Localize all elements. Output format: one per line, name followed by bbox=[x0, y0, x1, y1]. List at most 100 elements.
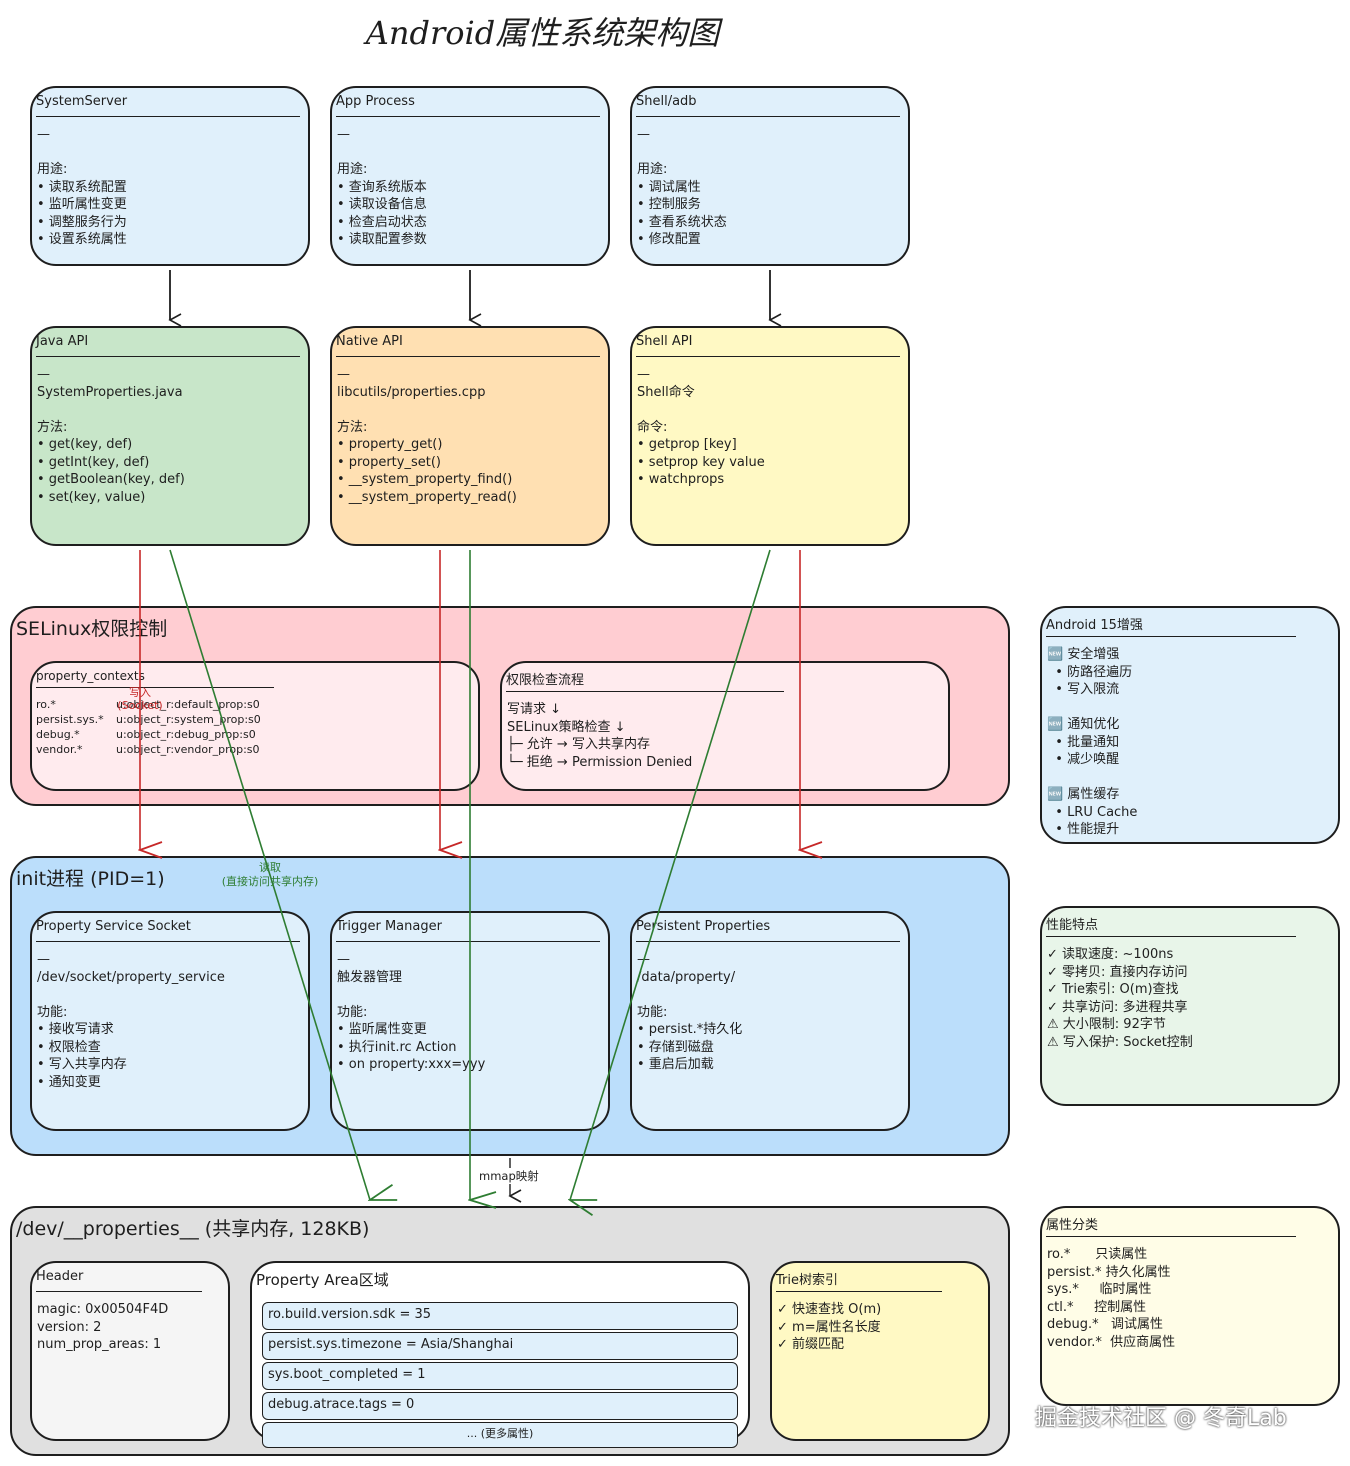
write-edge-label: 写入 (Socket) bbox=[108, 686, 172, 712]
card-body: —触发器管理功能:• 监听属性变更• 执行init.rc Action• on … bbox=[337, 951, 602, 1074]
text-line: • 减少唤醒 bbox=[1047, 752, 1120, 767]
text-line: num_prop_areas: 1 bbox=[37, 1337, 162, 1352]
text-line: — bbox=[337, 127, 350, 142]
text-line: ✓ 零拷贝: 直接内存访问 bbox=[1047, 964, 1188, 980]
context-prefix: vendor.* bbox=[36, 743, 83, 756]
write-sub-label: (Socket) bbox=[117, 699, 163, 712]
text-line: • 查看系统状态 bbox=[637, 214, 727, 230]
divider bbox=[36, 941, 300, 942]
text-line: • get(key, def) bbox=[37, 437, 133, 452]
card-body: ✓ 快速查找 O(m)✓ m=属性名长度✓ 前缀匹配 bbox=[777, 1301, 982, 1354]
text-line: 🆕 安全增强 bbox=[1047, 647, 1120, 662]
text-line: • 执行init.rc Action bbox=[337, 1039, 457, 1055]
watermark: 掘金技术社区 @ 冬奇Lab bbox=[1035, 1406, 1287, 1431]
context-prefix: persist.sys.* bbox=[36, 713, 104, 726]
section-label: /dev/__properties__ (共享内存, 128KB) bbox=[16, 1218, 370, 1240]
text-line: debug.* 调试属性 bbox=[1047, 1317, 1164, 1332]
text-line: ✓ 共享访问: 多进程共享 bbox=[1047, 999, 1188, 1015]
context-value: u:object_r:system_prop:s0 bbox=[116, 713, 261, 726]
text-line: SELinux策略检查 ↓ bbox=[507, 719, 626, 735]
card-title: Property Area区域 bbox=[256, 1271, 389, 1289]
text-line: version: 2 bbox=[37, 1319, 102, 1335]
divider bbox=[506, 691, 784, 692]
text-line: ✓ Trie索引: O(m)查找 bbox=[1047, 982, 1179, 997]
text-line: • 读取系统配置 bbox=[37, 179, 127, 195]
text-line: • 重启后加载 bbox=[637, 1057, 714, 1072]
text-line: • LRU Cache bbox=[1047, 804, 1138, 820]
card-title: 权限检查流程 bbox=[506, 673, 585, 688]
card-body: 🆕 安全增强 • 防路径遍历 • 写入限流🆕 通知优化 • 批量通知 • 减少唤… bbox=[1047, 646, 1332, 839]
text-line: • getprop [key] bbox=[637, 437, 737, 452]
context-value: u:object_r:debug_prop:s0 bbox=[116, 728, 256, 741]
text-line: 触发器管理 bbox=[337, 969, 403, 985]
card-title: Shell/adb bbox=[636, 94, 697, 109]
text-line: ro.* 只读属性 bbox=[1047, 1247, 1148, 1262]
property-service-socket-box: Property Service Socket —/dev/socket/pro… bbox=[30, 911, 310, 1131]
divider bbox=[36, 1291, 202, 1292]
text-line: ⚠ 大小限制: 92字节 bbox=[1047, 1017, 1166, 1032]
text-line: • __system_property_find() bbox=[337, 472, 513, 487]
card-body: ✓ 读取速度: ~100ns✓ 零拷贝: 直接内存访问✓ Trie索引: O(m… bbox=[1047, 946, 1332, 1051]
text-line: ✓ m=属性名长度 bbox=[777, 1319, 881, 1335]
text-line: 用途: bbox=[637, 162, 668, 177]
write-label: 写入 bbox=[129, 686, 151, 699]
divider bbox=[36, 356, 300, 357]
property-row: ro.build.version.sdk = 35 bbox=[262, 1302, 738, 1330]
text-line: • 批量通知 bbox=[1047, 734, 1120, 750]
card-title: Java API bbox=[36, 334, 89, 349]
divider bbox=[636, 356, 900, 357]
text-line: Shell命令 bbox=[637, 384, 695, 400]
text-line: vendor.* 供应商属性 bbox=[1047, 1334, 1176, 1350]
text-line: 🆕 属性缓存 bbox=[1047, 787, 1120, 802]
context-prefix: ro.* bbox=[36, 698, 56, 711]
card-title: 属性分类 bbox=[1046, 1218, 1099, 1233]
divider bbox=[336, 116, 600, 117]
property-contexts-box: property_contexts ro.*u:object_r:default… bbox=[30, 661, 480, 791]
text-line: — bbox=[337, 952, 350, 967]
contexts-table: ro.*u:object_r:default_prop:s0 persist.s… bbox=[36, 697, 261, 757]
text-line: /dev/socket/property_service bbox=[37, 969, 225, 985]
text-line: • 查询系统版本 bbox=[337, 179, 427, 195]
section-label: SELinux权限控制 bbox=[16, 618, 168, 640]
text-line: • property_set() bbox=[337, 454, 441, 470]
android15-note: Android 15增强 🆕 安全增强 • 防路径遍历 • 写入限流🆕 通知优化… bbox=[1040, 606, 1340, 844]
divider bbox=[1046, 936, 1296, 937]
text-line: • 调整服务行为 bbox=[37, 214, 127, 230]
text-line: └─ 拒绝 → Permission Denied bbox=[507, 754, 693, 770]
text-line: 方法: bbox=[37, 419, 68, 435]
text-line: • persist.*持久化 bbox=[637, 1022, 743, 1037]
card-title: Android 15增强 bbox=[1046, 618, 1143, 633]
text-line: ⚠ 写入保护: Socket控制 bbox=[1047, 1034, 1193, 1050]
text-line: • 写入限流 bbox=[1047, 682, 1120, 697]
text-line: • 读取设备信息 bbox=[337, 197, 427, 212]
card-title: 性能特点 bbox=[1046, 918, 1099, 933]
text-line: • 权限检查 bbox=[37, 1039, 101, 1055]
text-line: • 接收写请求 bbox=[37, 1022, 114, 1037]
text-line: /data/property/ bbox=[637, 969, 736, 985]
text-line: — bbox=[37, 127, 50, 142]
card-body: 写请求 ↓SELinux策略检查 ↓├─ 允许 → 写入共享内存└─ 拒绝 → … bbox=[507, 701, 942, 771]
performance-note: 性能特点 ✓ 读取速度: ~100ns✓ 零拷贝: 直接内存访问✓ Trie索引… bbox=[1040, 906, 1340, 1106]
property-row: sys.boot_completed = 1 bbox=[262, 1362, 738, 1390]
text-line: 功能: bbox=[637, 1004, 668, 1020]
text-line: • 写入共享内存 bbox=[37, 1057, 127, 1072]
divider bbox=[36, 687, 274, 688]
text-line: — bbox=[337, 367, 350, 382]
card-title: property_contexts bbox=[36, 669, 145, 683]
card-title: SystemServer bbox=[36, 94, 128, 109]
text-line: SystemProperties.java bbox=[37, 384, 183, 400]
text-line: • 性能提升 bbox=[1047, 822, 1120, 837]
mmap-label: mmap映射 bbox=[478, 1168, 540, 1184]
text-line: • 监听属性变更 bbox=[37, 197, 127, 212]
text-line: 命令: bbox=[637, 419, 668, 435]
text-line: ├─ 允许 → 写入共享内存 bbox=[507, 737, 650, 752]
read-label: 读取 bbox=[259, 861, 281, 874]
